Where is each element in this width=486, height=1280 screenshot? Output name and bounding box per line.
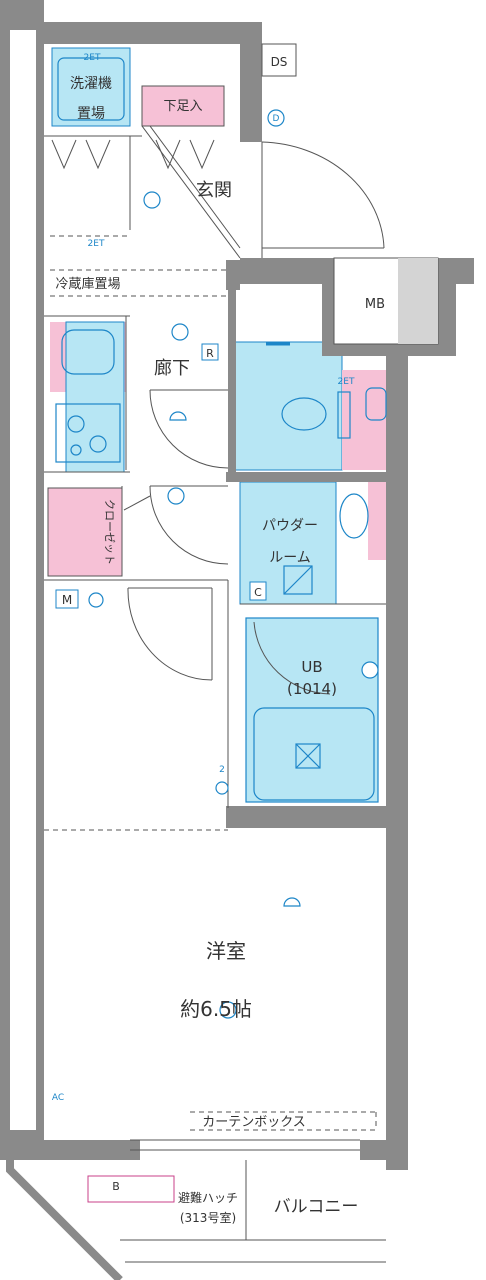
ub-label-1: UB bbox=[301, 658, 322, 676]
light-door bbox=[267, 109, 285, 127]
wall-outlets bbox=[169, 342, 301, 907]
light-room bbox=[219, 1001, 237, 1019]
c-label: C bbox=[254, 586, 262, 599]
stove-icon bbox=[55, 403, 121, 463]
toilet-sink bbox=[365, 387, 387, 421]
toilet-bowl bbox=[281, 397, 327, 431]
hatch-label-1: 避難ハッチ bbox=[178, 1190, 238, 1205]
bathtub bbox=[253, 707, 375, 801]
outlet-room bbox=[215, 781, 229, 795]
toilet-room bbox=[231, 341, 343, 471]
kitchen-counter bbox=[65, 321, 125, 473]
curtain-box-label: カーテンボックス bbox=[202, 1115, 306, 1130]
shoe-box-area bbox=[141, 85, 225, 127]
light-toilet bbox=[167, 487, 185, 505]
entrance-label: 玄関 bbox=[196, 180, 232, 201]
powder-label-1: パウダー bbox=[262, 518, 318, 534]
outlet-m bbox=[88, 592, 104, 608]
b-label: B bbox=[112, 1180, 120, 1193]
fixtures bbox=[55, 57, 387, 801]
fridge-label: 冷蔵庫置場 bbox=[55, 277, 120, 292]
light-entrance bbox=[143, 191, 161, 209]
m-box bbox=[55, 589, 79, 609]
toilet-tank bbox=[337, 391, 351, 439]
light-ub bbox=[361, 661, 379, 679]
walls bbox=[0, 0, 474, 1170]
laundry-area bbox=[51, 47, 131, 127]
r-box bbox=[201, 343, 219, 361]
light-corridor bbox=[171, 323, 189, 341]
partitions bbox=[44, 125, 386, 1151]
shoe-box-label: 下足入 bbox=[163, 99, 202, 114]
room-name-label: 洋室 bbox=[206, 939, 246, 963]
powder-pink bbox=[368, 482, 386, 560]
powder-label-2: ルーム bbox=[269, 550, 311, 566]
powder-toilet bbox=[339, 493, 369, 539]
c-box bbox=[249, 581, 267, 601]
balcony-outline bbox=[6, 1160, 123, 1280]
hatch-label-2: (313号室) bbox=[180, 1210, 236, 1225]
ds-label: DS bbox=[271, 55, 288, 69]
outlet-num: 2 bbox=[219, 765, 225, 775]
closet-label: クローゼット bbox=[103, 499, 116, 565]
powder-mirror bbox=[283, 565, 313, 595]
kitchen-sink bbox=[61, 329, 115, 375]
doors bbox=[51, 139, 385, 695]
washer-pan bbox=[57, 57, 125, 121]
closet-area bbox=[47, 487, 123, 577]
m-label: M bbox=[62, 593, 72, 607]
mb-label: MB bbox=[365, 297, 385, 312]
r-label: R bbox=[206, 347, 214, 360]
laundry-tag: 2ET bbox=[84, 53, 101, 63]
room-size-label: 約6.5帖 bbox=[180, 997, 252, 1021]
mb-shadow bbox=[398, 258, 438, 344]
bath-drain bbox=[295, 743, 321, 769]
burner-2 bbox=[89, 435, 107, 453]
corridor-label: 廊下 bbox=[154, 358, 190, 379]
ceiling-lights bbox=[88, 109, 379, 1019]
laundry-label-2: 置場 bbox=[77, 106, 105, 122]
burner-3 bbox=[70, 444, 82, 456]
d-mark: D bbox=[273, 114, 280, 124]
hatch-box bbox=[87, 1175, 175, 1203]
dashed-lines bbox=[44, 235, 377, 1131]
wall-inner-white bbox=[10, 30, 36, 1130]
laundry-label-1: 洗濯機 bbox=[70, 76, 112, 92]
ac-tag: AC bbox=[52, 1093, 64, 1103]
burner-1 bbox=[67, 415, 85, 433]
fridge-tag: 2ET bbox=[88, 239, 105, 249]
balcony-label: バルコニー bbox=[274, 1197, 359, 1217]
toilet-tag: 2ET bbox=[338, 377, 355, 387]
ub-label-2: (1014) bbox=[287, 680, 337, 698]
unit-bath bbox=[245, 617, 379, 803]
ds-box bbox=[261, 43, 297, 77]
